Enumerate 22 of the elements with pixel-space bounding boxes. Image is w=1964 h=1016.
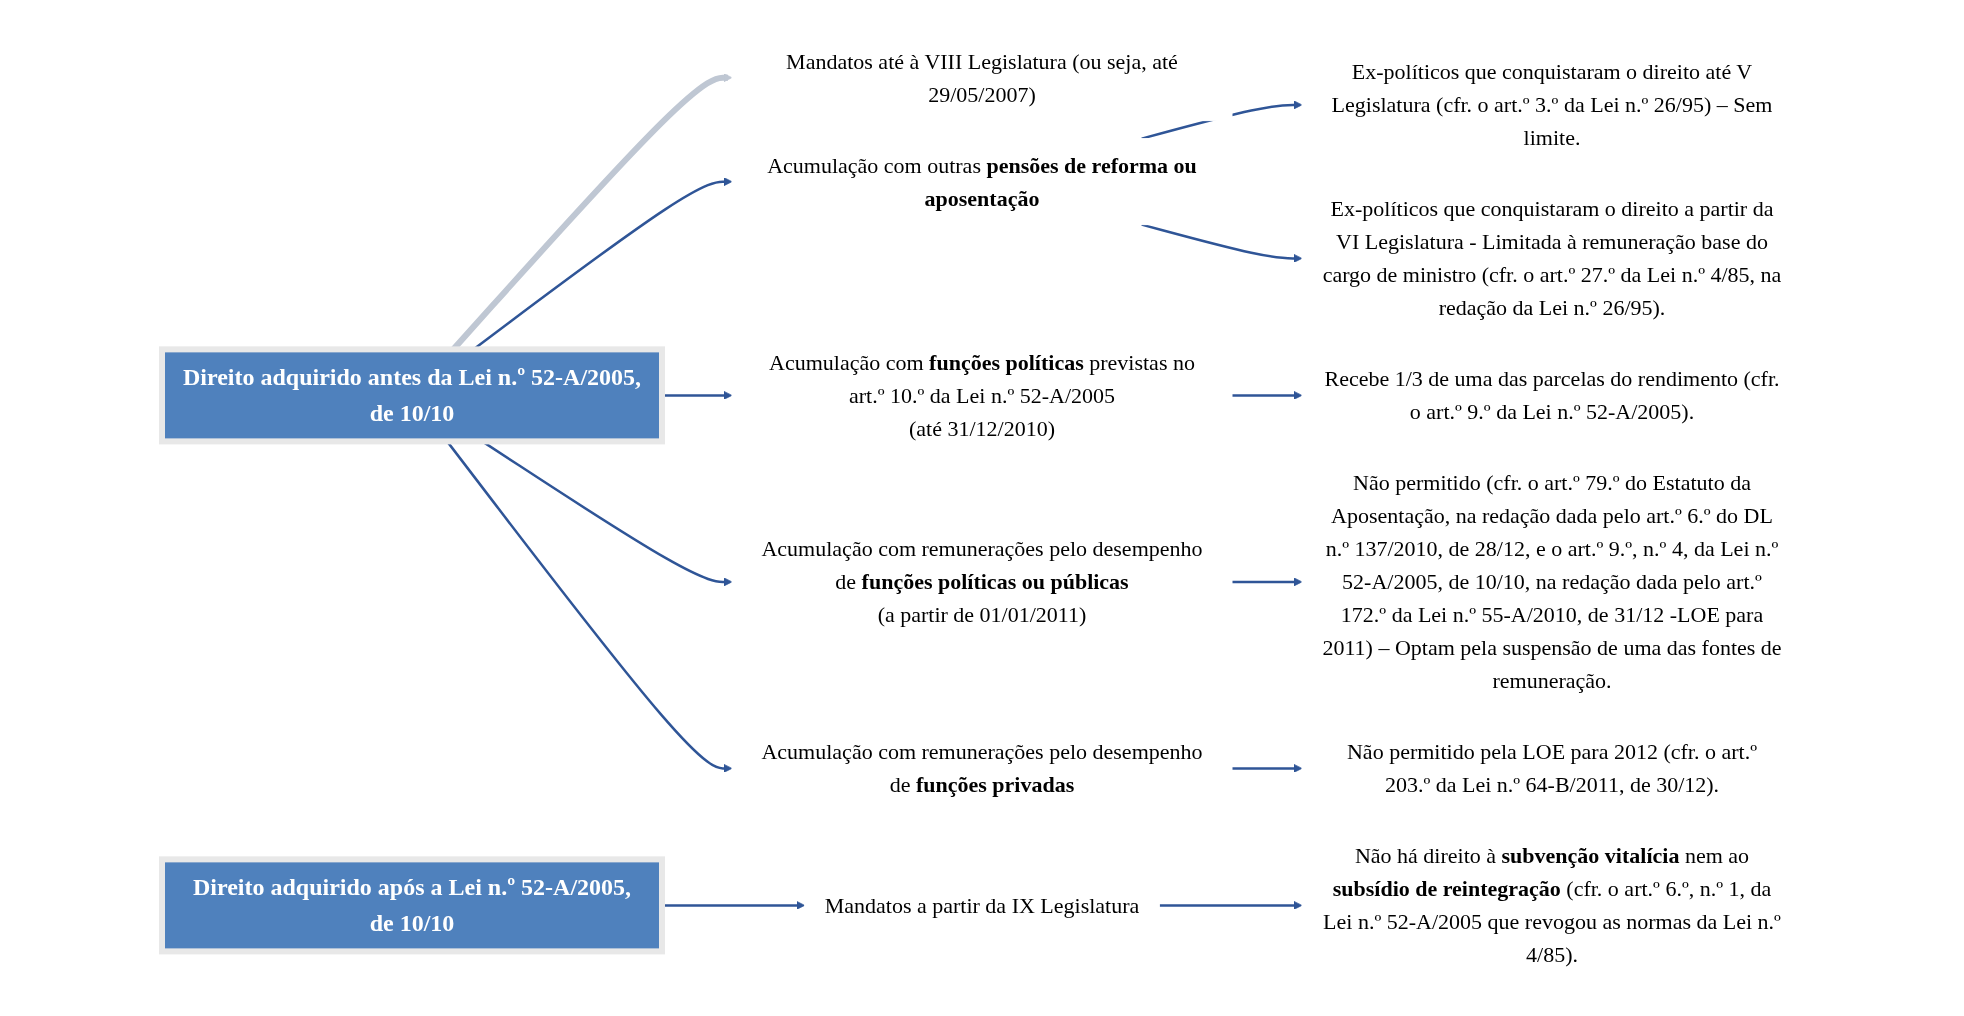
arrow [662,901,806,910]
arrow [662,391,733,400]
node-text: Recebe 1/3 de uma das parcelas do rendimento (cfr. o art.º 9.º da Lei n.º 52-A/2005). [1324,366,1780,425]
arrow [1141,100,1303,140]
node-text: Acumulação com outras pensões de reforma ou aposentação [767,152,1197,211]
node-text: Acumulação com funções políticas previstas no art.º 10.º da Lei n.º 52-A/2005 (até 31/12/2010) [769,349,1195,441]
arrow [1232,391,1303,400]
node-text: Acumulação com remunerações pelo desempenho de funções privadas [761,739,1203,798]
node-text: Ex-políticos que conquistaram o direito a partir da VI Legislatura - Limitada à remuneração base do cargo de ministro (cfr. o art.º 27.º da Lei n.º 4/85, na redação da Lei n.º 26/95). [1322,196,1782,321]
arrow [1141,223,1303,263]
node-box: Direito adquirido antes da Lei n.º 52-A/2005, de 10/10 [159,346,665,445]
node-text: Não há direito à subvenção vitalícia nem ao subsídio de reintegração (cfr. o art.º 6.º, n.º 1, da Lei n.º 52-A/2005 que revogou as normas da Lei n.º 4/85). [1323,843,1781,968]
node-text: Mandatos a partir da IX Legislatura [824,892,1140,918]
node-text: Não permitido pela LOE para 2012 (cfr. o art.º 203.º da Lei n.º 64-B/2011, de 30/12). [1346,739,1757,798]
node-text: Não permitido (cfr. o art.º 79.º do Estatuto da Aposentação, na redação dada pelo art.º 6.º do DL n.º 137/2010, de 28/12, e o art.º 9.º, n.º 4, da Lei n.º 52-A/2005, de 10/10, na redação dada pelo art.º 172.º da Lei n.º 55-A/2010, de 31/12 -LOE para 2011) – Optam pela suspensão de uma das fontes de remuneração. [1322,470,1782,694]
node-text: Mandatos até à VIII Legislatura (ou seja, até 29/05/2007) [786,48,1178,107]
arrow [1232,577,1303,587]
node-box: Direito adquirido após a Lei n.º 52-A/2005, de 10/10 [159,856,665,955]
arrow [1159,901,1303,910]
node-text: Ex-políticos que conquistaram o direito até V Legislatura (cfr. o art.º 3.º da Lei n.º 26/95) – Sem limite. [1331,59,1773,151]
arrow [1232,764,1303,773]
node-text: Acumulação com remunerações pelo desempenho de funções políticas ou públicas (a partir de 01/01/2011) [761,536,1203,628]
